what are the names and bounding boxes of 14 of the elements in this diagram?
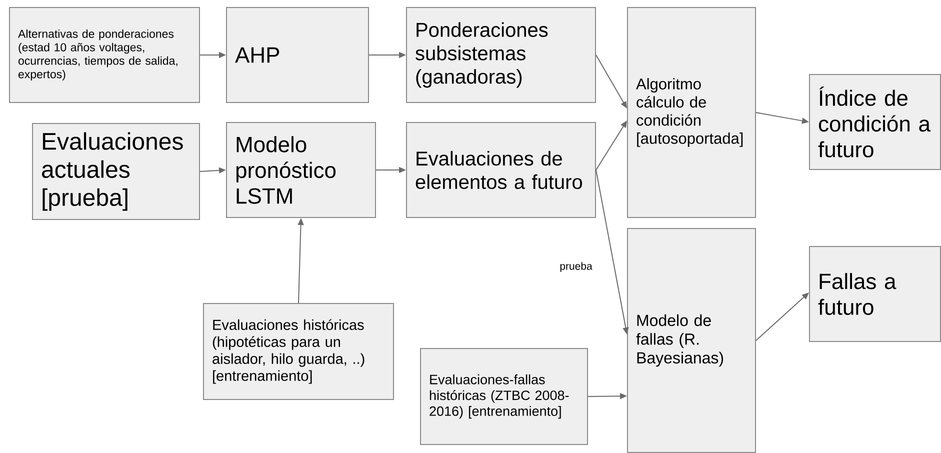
process-box: Evaluaciones históricas (hipotéticas para un aislador, hilo guarda, ..) [entrenamiento] [203, 303, 394, 400]
process-box: AHP [226, 7, 369, 103]
process-box: Evaluaciones actuales [prueba] [32, 123, 200, 220]
process-box: Evaluaciones de elementos a futuro [406, 122, 596, 218]
process-box: Índice de condición a futuro [809, 74, 941, 170]
process-box: Modelo pronóstico LSTM [226, 122, 376, 218]
process-box: Modelo de fallas (R. Bayesianas) [627, 228, 756, 453]
arrow [756, 292, 809, 341]
process-box: Fallas a futuro [809, 246, 941, 342]
edge-label: prueba [558, 261, 594, 273]
process-box: Evaluaciones-fallas históricas (ZTBC 2008-2016) [entrenamiento] [420, 348, 588, 445]
process-box: Algoritmo cálculo de condición [autosoportada] [627, 7, 756, 218]
process-box: Ponderaciones subsistemas (ganadoras) [406, 7, 596, 103]
process-box: Alternativas de ponderaciones (estad 10 años voltages, ocurrencias, tiempos de salida, expertos) [9, 7, 200, 103]
